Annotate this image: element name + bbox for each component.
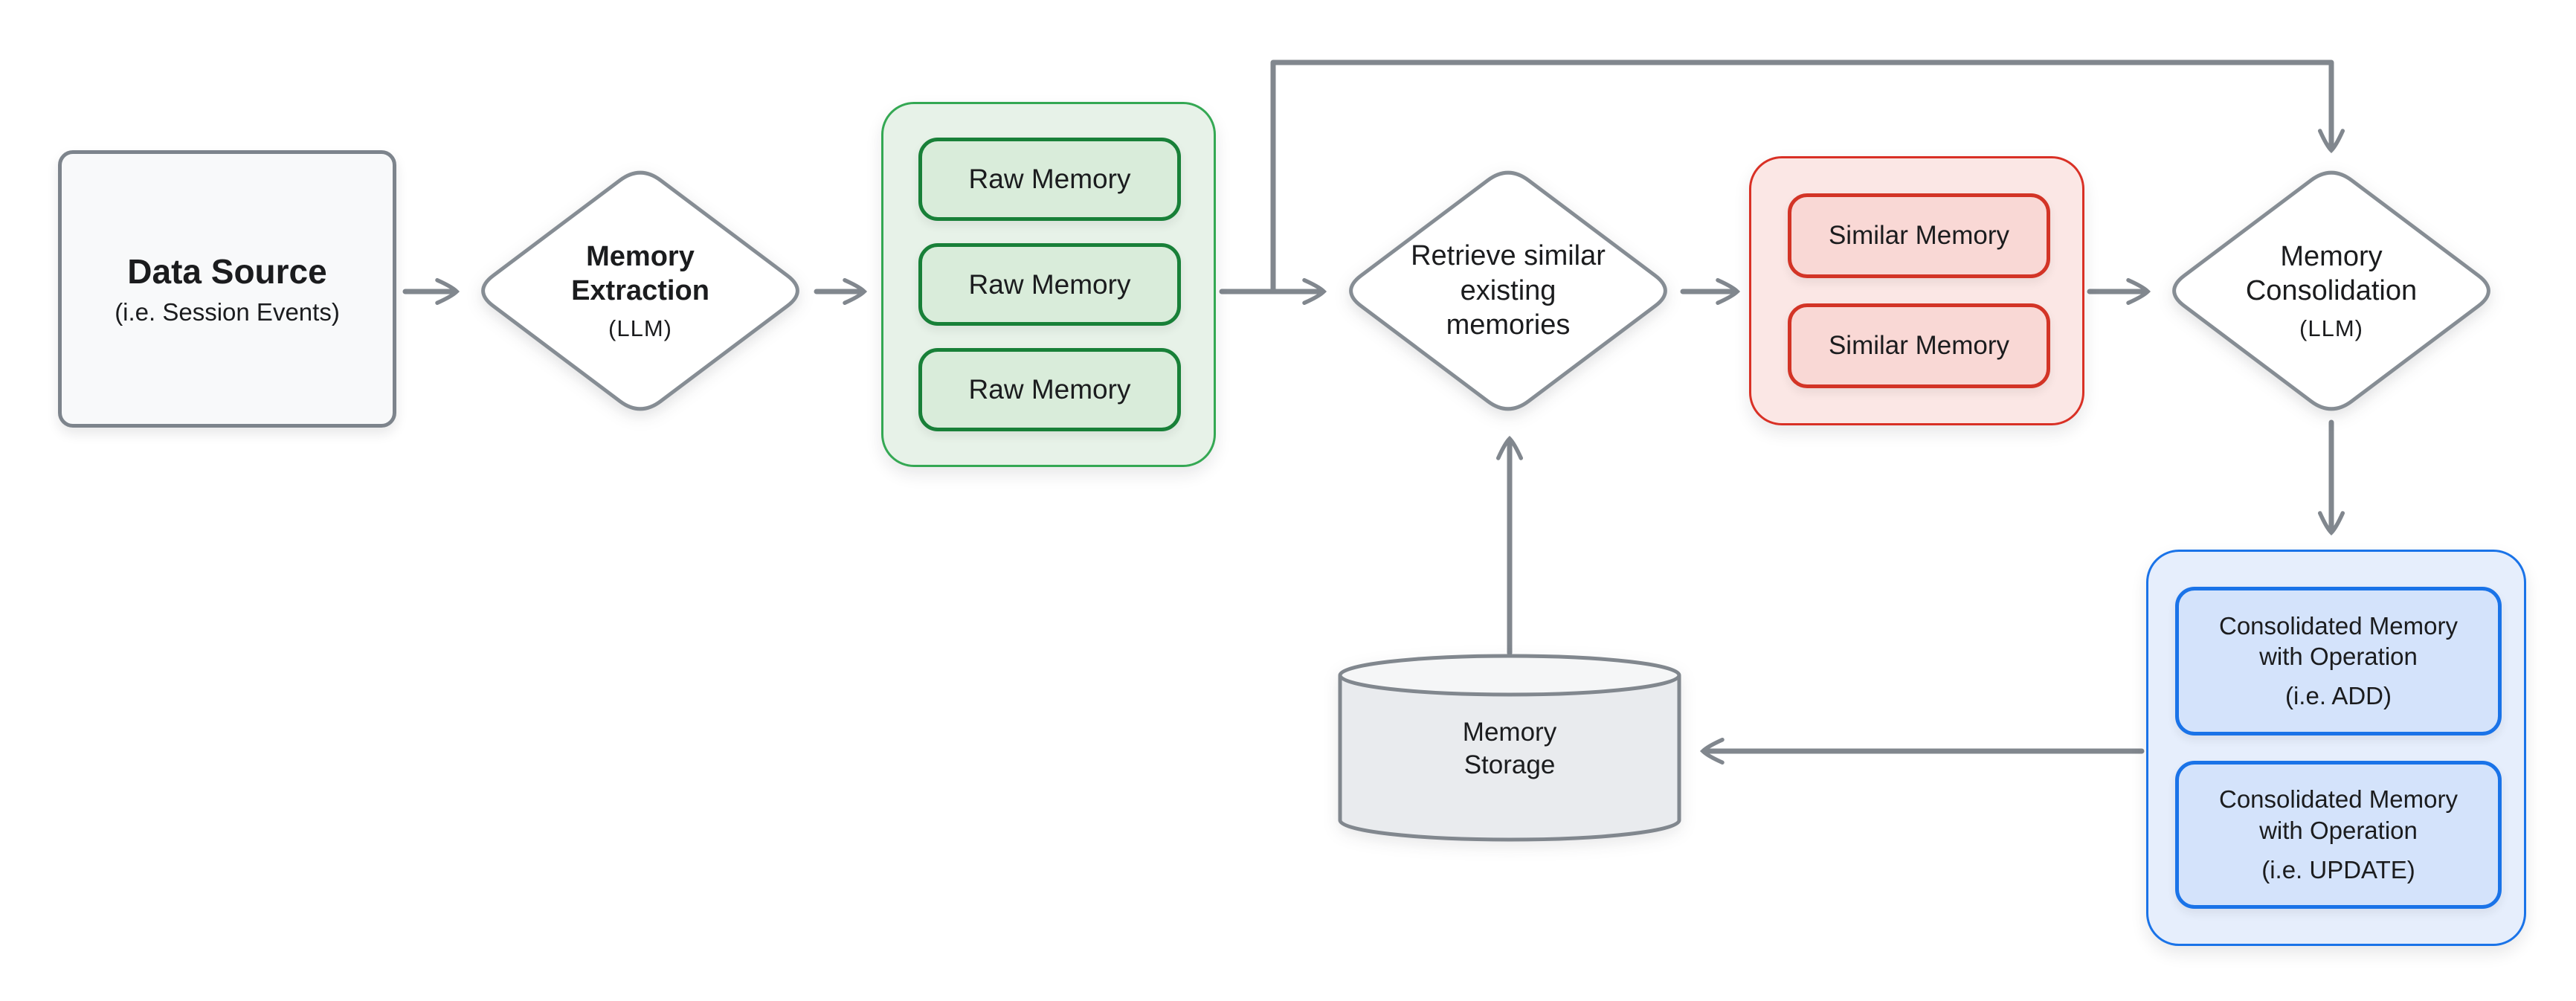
raw-memory-label: Raw Memory [968, 268, 1131, 300]
cylinder-top [1338, 654, 1681, 697]
similar-memory-group: Similar Memory Similar Memory [1749, 156, 2084, 425]
similar-memory-label: Similar Memory [1828, 221, 2010, 250]
raw-memory-group: Raw Memory Raw Memory Raw Memory [881, 102, 1216, 467]
similar-memory-box: Similar Memory [1788, 193, 2050, 278]
consolidated-memory-add-box: Consolidated Memory with Operation (i.e.… [2175, 587, 2502, 736]
similar-memory-box: Similar Memory [1788, 303, 2050, 388]
data-source-title: Data Source [127, 251, 327, 291]
raw-memory-box: Raw Memory [918, 242, 1181, 326]
consolidated-memory-add-subtitle: (i.e. ADD) [2284, 682, 2392, 710]
retrieve-memories-diamond [1349, 170, 1667, 411]
raw-memory-box: Raw Memory [918, 348, 1181, 432]
consolidated-memory-update-title: Consolidated Memory with Operation [2219, 785, 2458, 844]
raw-memory-box: Raw Memory [918, 138, 1181, 221]
consolidated-memory-update-box: Consolidated Memory with Operation (i.e.… [2175, 760, 2502, 909]
similar-memory-label: Similar Memory [1828, 331, 2010, 360]
arrow-rawmemory-to-consolidation-feedback [1270, 59, 2345, 294]
node-data-source: Data Source (i.e. Session Events) [58, 150, 396, 428]
consolidated-memory-update-subtitle: (i.e. UPDATE) [2261, 855, 2415, 883]
consolidated-memory-group: Consolidated Memory with Operation (i.e.… [2146, 550, 2526, 946]
memory-storage-cylinder [1338, 654, 1681, 842]
consolidated-memory-add-title: Consolidated Memory with Operation [2219, 611, 2458, 671]
memory-extraction-diamond [481, 170, 799, 411]
cylinder-body [1338, 675, 1681, 842]
memory-consolidation-diamond [2172, 170, 2490, 411]
raw-memory-label: Raw Memory [968, 163, 1131, 194]
raw-memory-label: Raw Memory [968, 374, 1131, 405]
data-source-subtitle: (i.e. Session Events) [115, 298, 340, 326]
